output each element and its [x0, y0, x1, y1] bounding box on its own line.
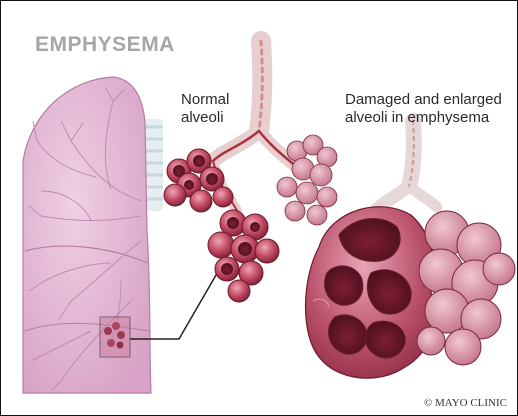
normal-alveoli-right — [277, 135, 337, 225]
credit-text: © MAYO CLINIC — [424, 397, 507, 409]
label-damaged-alveoli: Damaged and enlarged alveoli in emphysem… — [345, 91, 502, 127]
normal-alveoli-lower — [208, 210, 279, 302]
damaged-alveoli-left — [306, 207, 435, 378]
damaged-airway — [377, 121, 437, 209]
label-normal-line-1: Normal — [181, 91, 229, 109]
label-damaged-line-2: alveoli in emphysema — [345, 109, 502, 127]
diagram-title: EMPHYSEMA — [35, 33, 175, 57]
label-normal-alveoli: Normal alveoli — [181, 91, 229, 127]
lung — [23, 77, 151, 393]
label-damaged-line-1: Damaged and enlarged — [345, 91, 502, 109]
label-normal-line-2: alveoli — [181, 109, 229, 127]
damaged-alveoli-right — [417, 211, 515, 365]
